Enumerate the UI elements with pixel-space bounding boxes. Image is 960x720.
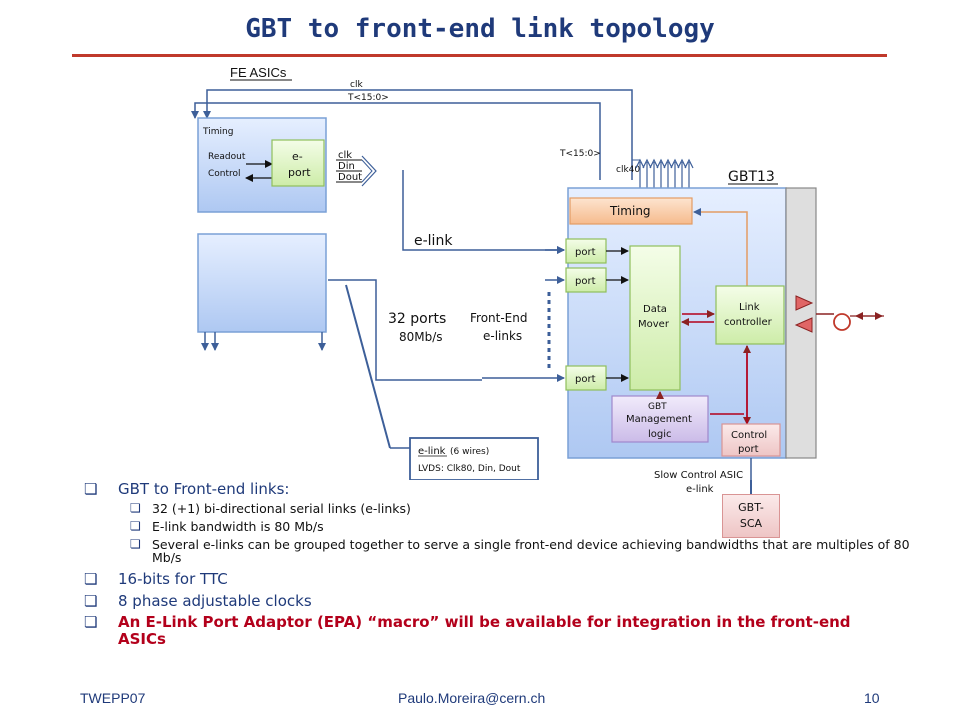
- control-port-block: [721, 423, 781, 457]
- clk40-label: clk40: [616, 165, 640, 175]
- fe2-to-port-line: [328, 279, 482, 381]
- port-block-2: [565, 267, 607, 293]
- top-clk-label: clk: [350, 80, 363, 90]
- bullet-ttc-bits: 16-bits for TTC: [84, 570, 904, 588]
- e-port-block: [271, 139, 325, 187]
- sig-dout-label: Dout: [338, 172, 362, 183]
- fe-asic-block-2: [197, 233, 327, 333]
- port-label-1: port: [575, 247, 596, 258]
- fe-elinks-label-2: e-links: [483, 329, 522, 343]
- gbt-mgmt-label-3: logic: [648, 429, 672, 440]
- fe-elinks-label-1: Front-End: [470, 311, 528, 325]
- slide-title: GBT to front-end link topology: [245, 14, 715, 44]
- clk-line-top: [203, 89, 633, 180]
- gbt-mgmt-label-2: Management: [626, 414, 692, 425]
- footer-page-number: 10: [864, 690, 880, 706]
- readout-label: Readout: [208, 152, 246, 162]
- bullet-epa-macro: An E-Link Port Adaptor (EPA) “macro” wil…: [84, 614, 878, 648]
- fe-timing-label: Timing: [202, 127, 233, 137]
- tx-triangle-icon: [795, 295, 814, 311]
- e-port-label-1: e-: [292, 150, 303, 163]
- bullet-list: GBT to Front-end links: 32 (+1) bi-direc…: [84, 480, 910, 652]
- data-mover-label-1: Data: [643, 304, 667, 315]
- t-bus-right-label: T<15:0>: [559, 149, 601, 159]
- topology-diagram: FE ASICs clk T<15:0> Timing Readout Cont…: [191, 65, 884, 480]
- control-port-label-1: Control: [731, 430, 767, 441]
- top-t-bus-label: T<15:0>: [347, 93, 389, 103]
- bullet-phase-clocks: 8 phase adjustable clocks: [84, 592, 904, 610]
- timing-block-label: Timing: [609, 204, 651, 218]
- e-link-line: [402, 170, 565, 254]
- bullet-elinks-count: 32 (+1) bi-directional serial links (e-l…: [84, 502, 904, 515]
- link-controller-label-1: Link: [739, 302, 760, 313]
- ports-32-label: 32 ports: [388, 311, 446, 327]
- e-link-label: e-link: [414, 233, 453, 249]
- title-underline: [72, 54, 887, 57]
- slow-control-label-1: Slow Control ASIC: [654, 470, 743, 480]
- port-label-2: port: [575, 276, 596, 287]
- port-block-1: [565, 238, 607, 264]
- gbt-management-block: [611, 395, 709, 443]
- bullet-elink-bandwidth: E-link bandwidth is 80 Mb/s: [84, 520, 904, 533]
- bullet-elinks-grouped: Several e-links can be grouped together …: [84, 538, 942, 564]
- t-bus-line-top: [191, 102, 601, 180]
- legend-wires: (6 wires): [450, 447, 489, 457]
- legend-elink-title: e-link: [418, 446, 446, 457]
- sig-din-label: Din: [338, 161, 355, 172]
- gbt13-label: GBT13: [728, 169, 775, 185]
- optical-link-icon: [833, 313, 851, 331]
- bullet-gbt-links: GBT to Front-end links:: [84, 480, 904, 498]
- footer-center: Paulo.Moreira@cern.ch: [398, 690, 546, 706]
- control-port-label-2: port: [738, 444, 759, 455]
- elink-legend-box: [409, 437, 539, 480]
- port-label-3: port: [575, 374, 596, 385]
- timing-link-line: [693, 208, 748, 296]
- data-mover-label-2: Mover: [638, 319, 670, 330]
- link-controller-label-2: controller: [724, 317, 773, 328]
- control-label: Control: [208, 169, 241, 179]
- footer-left: TWEPP07: [80, 690, 146, 706]
- fe-asics-label: FE ASICs: [230, 65, 287, 80]
- gbt-mgmt-label-1: GBT: [648, 402, 667, 412]
- rx-triangle-icon: [794, 317, 813, 333]
- legend-lvds: LVDS: Clk80, Din, Dout: [418, 464, 521, 474]
- sig-clk-label: clk: [338, 150, 352, 161]
- mbps-80-label: 80Mb/s: [399, 330, 443, 344]
- data-mover-block: [629, 245, 681, 391]
- e-port-label-2: port: [288, 166, 311, 179]
- link-controller-block: [715, 285, 785, 345]
- timing-block: [569, 197, 693, 225]
